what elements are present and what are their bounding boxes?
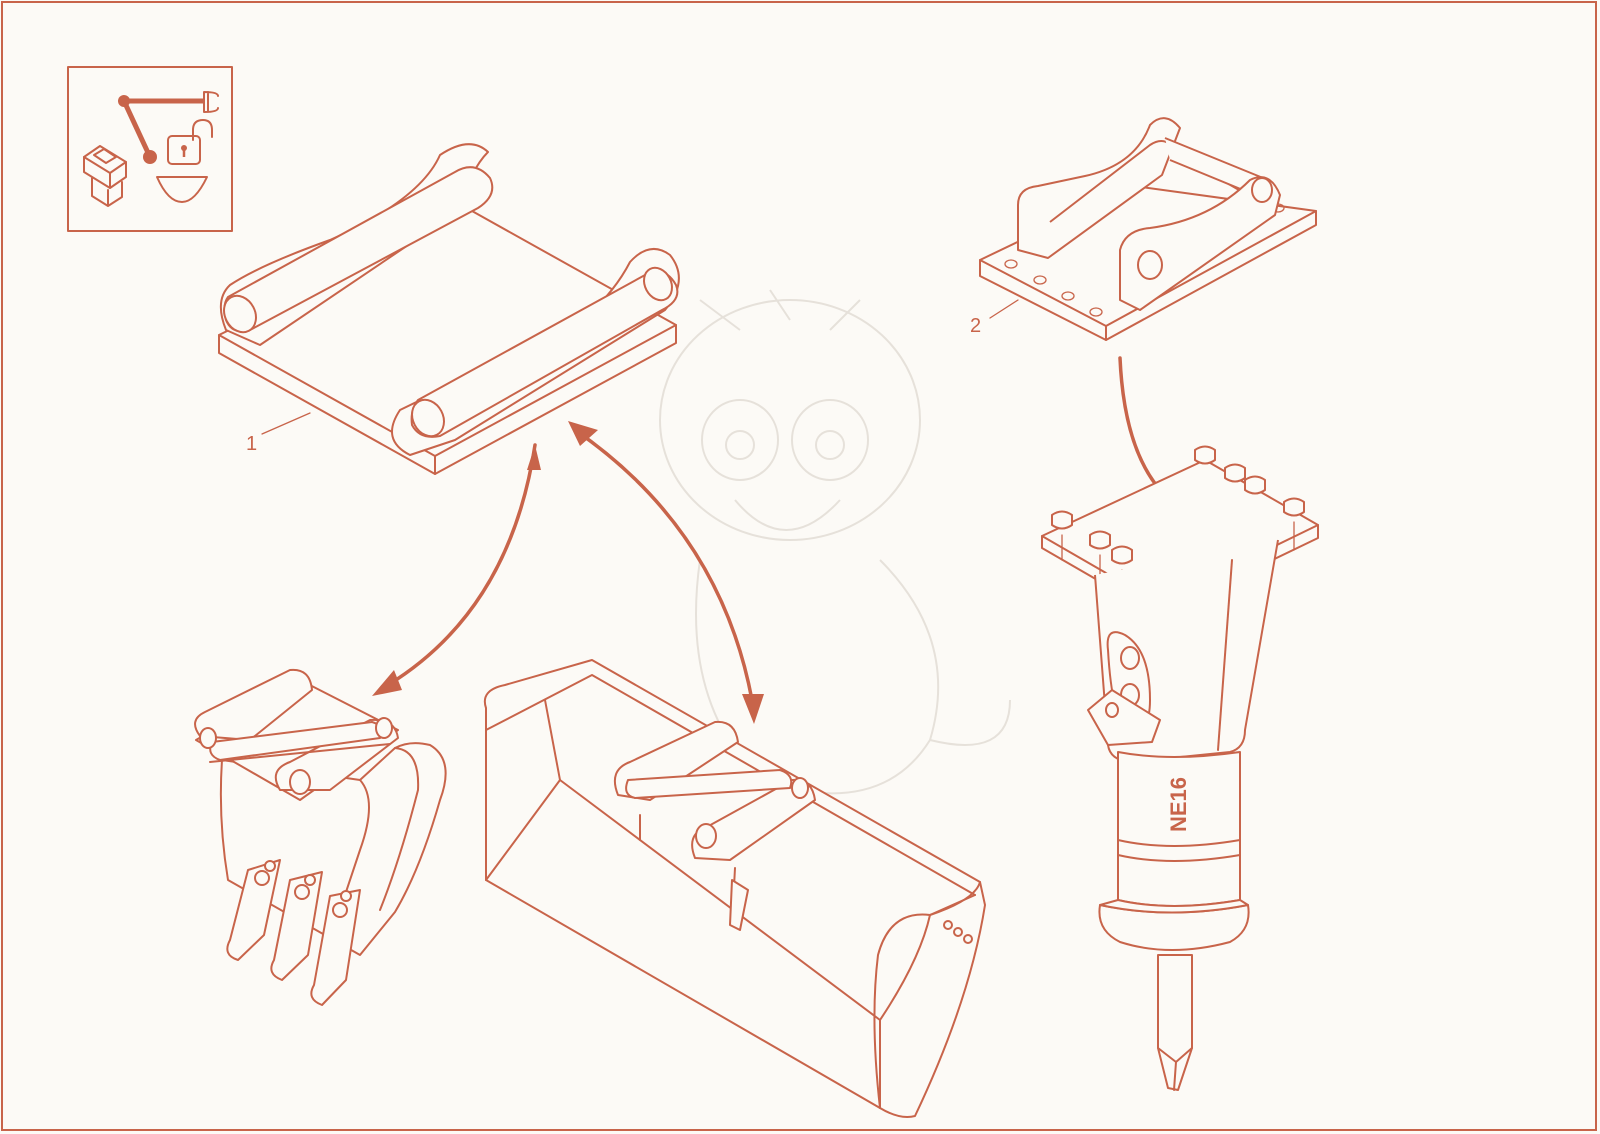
hammer-model-label: NE16 bbox=[1166, 777, 1191, 832]
ripper-bucket bbox=[194, 668, 447, 1006]
hydraulic-hammer: NE16 bbox=[1041, 445, 1319, 1091]
quick-coupler-frame-1: 1 bbox=[218, 143, 680, 475]
quick-coupler-frame-2: 2 bbox=[970, 117, 1317, 341]
arrow-frame1-to-bucket bbox=[568, 421, 764, 724]
ditching-bucket bbox=[483, 659, 986, 1118]
arrow-frame1-to-ripper bbox=[372, 443, 541, 696]
callout-2: 2 bbox=[970, 315, 981, 337]
callout-1: 1 bbox=[246, 433, 257, 455]
watermark-character bbox=[659, 289, 1011, 795]
hydraulic-quick-coupler-lock-icon bbox=[67, 66, 233, 232]
